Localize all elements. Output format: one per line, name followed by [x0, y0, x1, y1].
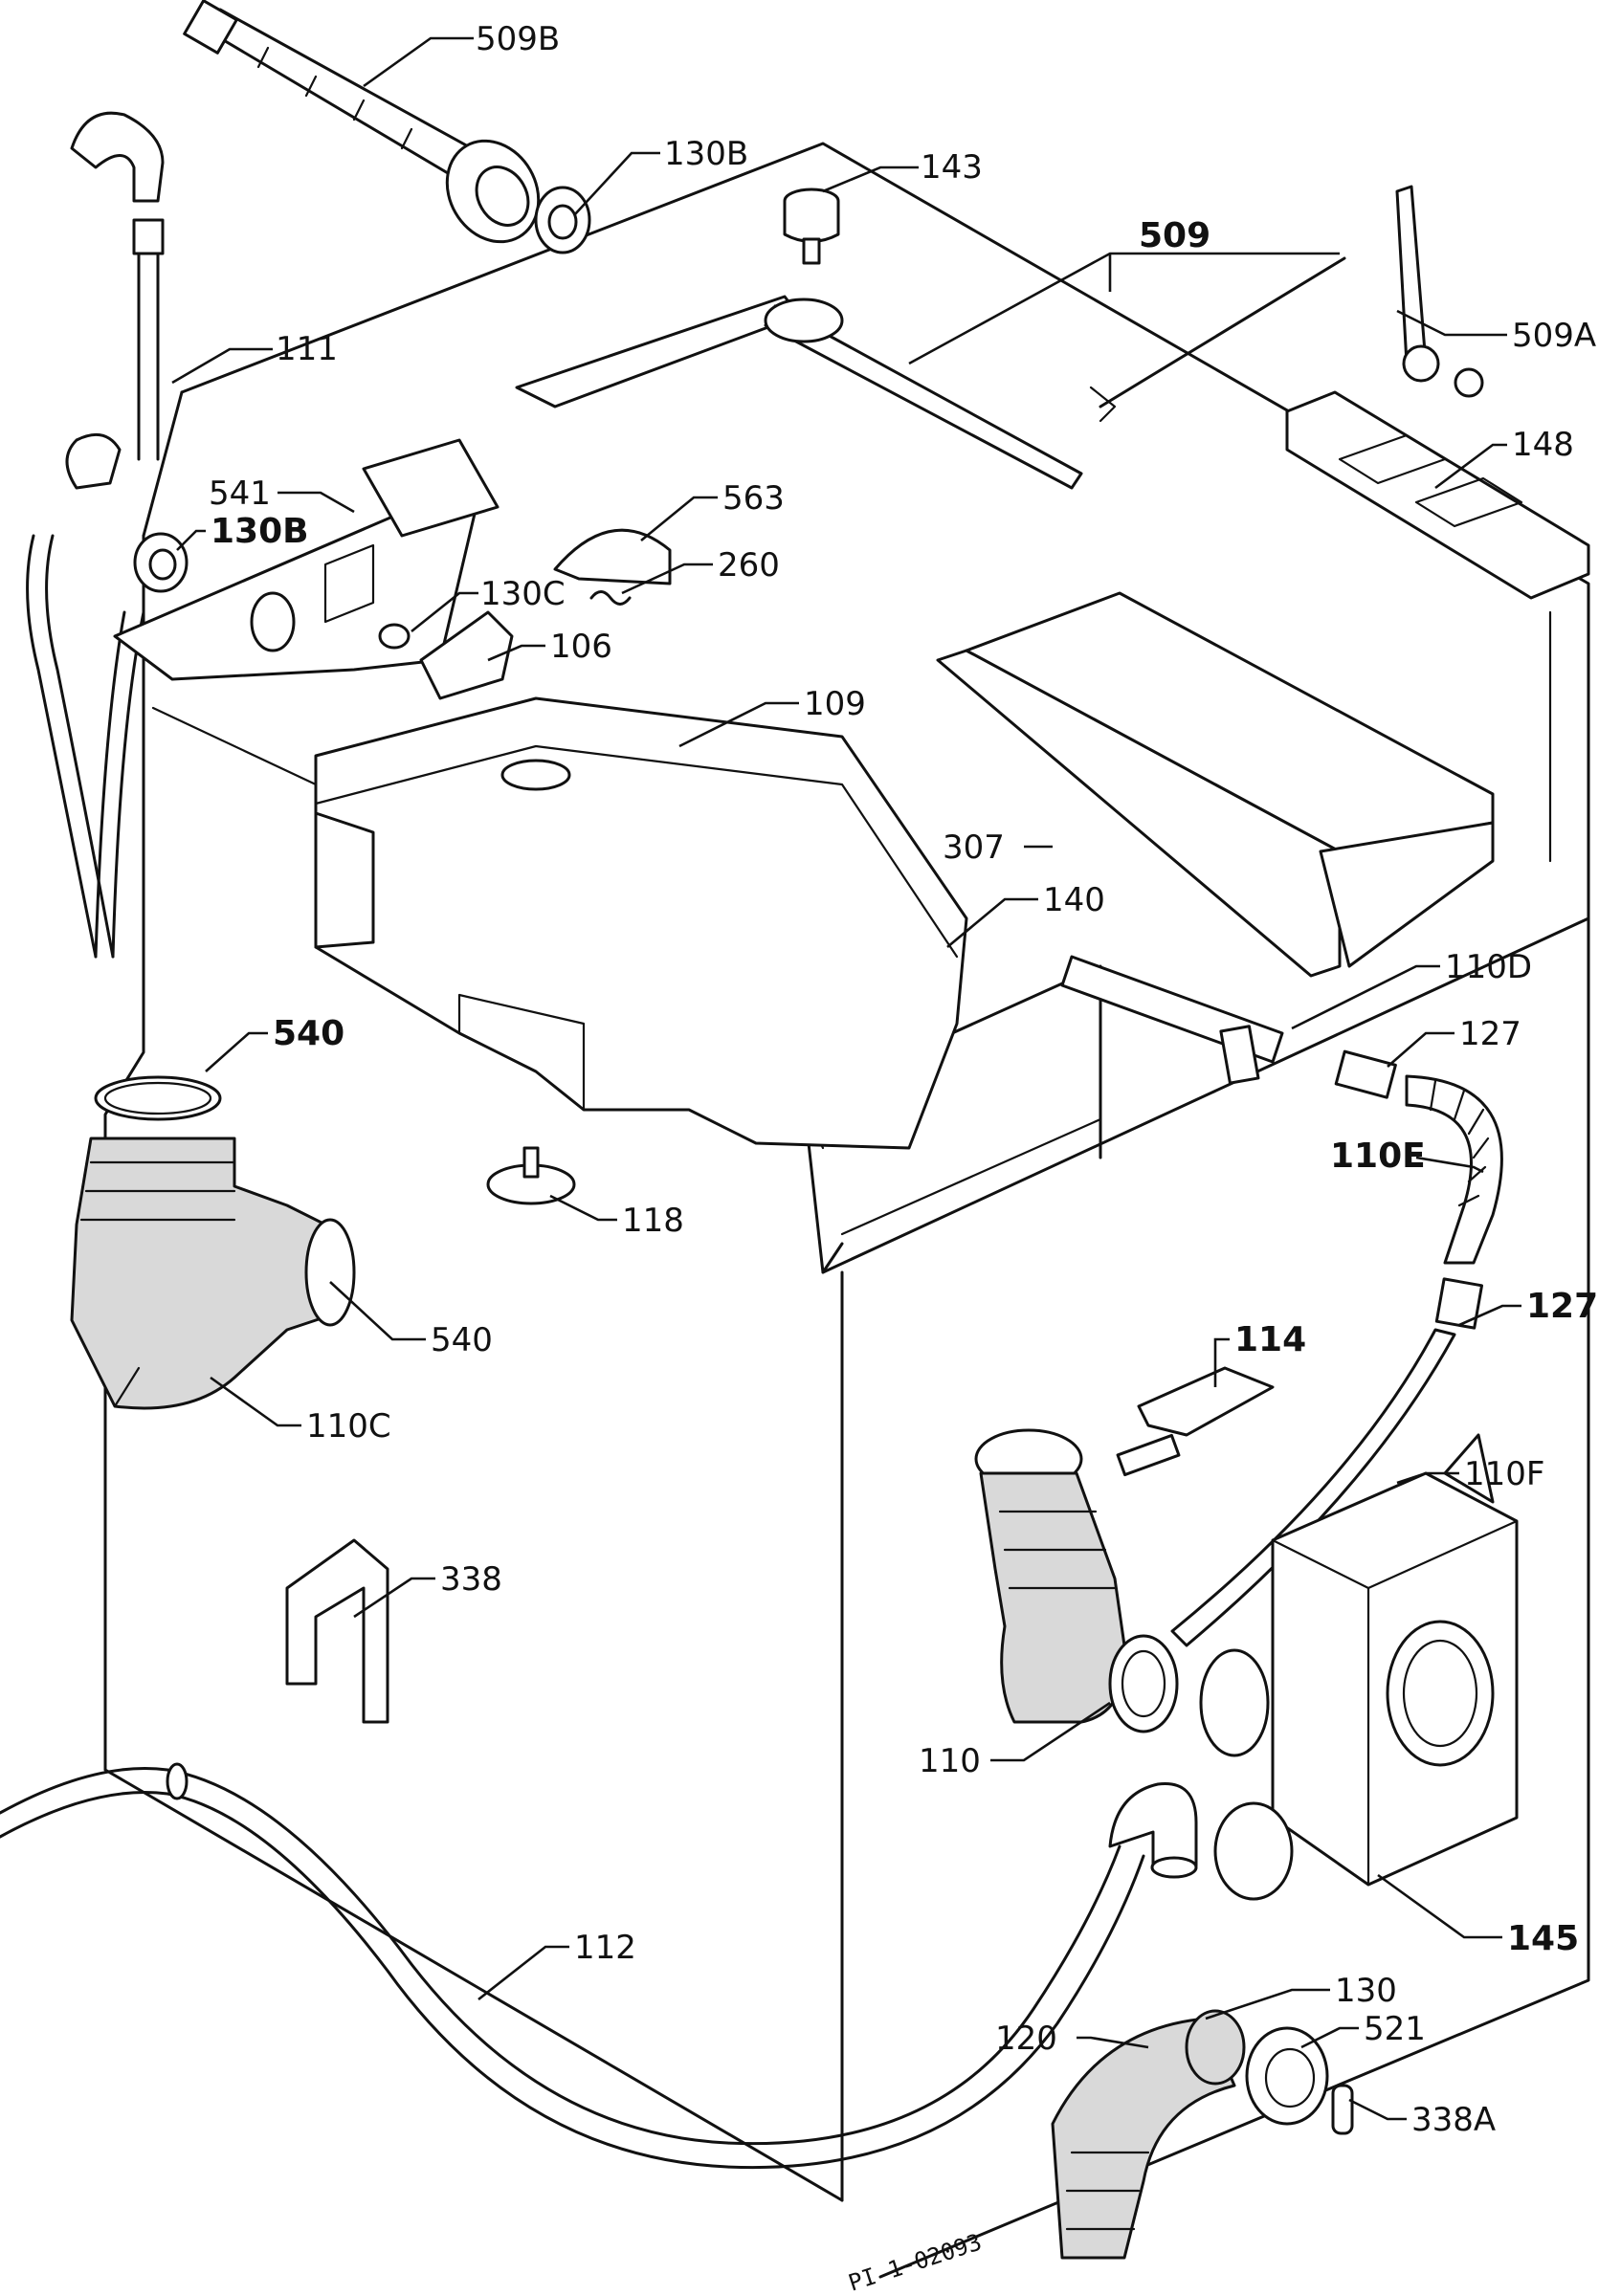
label-541: 541: [209, 475, 271, 513]
label-127-top: 127: [1459, 1015, 1521, 1053]
callout-labels: 509B 130B 143 509 509A 111 148 541 130B …: [209, 20, 1598, 2296]
part-509-rod: [1089, 256, 1346, 423]
part-260-spring: [589, 590, 632, 606]
part-110d-tee-hose: [1060, 955, 1284, 1085]
label-143: 143: [921, 148, 983, 187]
label-260: 260: [718, 546, 780, 585]
label-110e: 110E: [1330, 1137, 1426, 1176]
part-112-drain-hose: [0, 1762, 1198, 2170]
part-509a-linkage: [1395, 185, 1484, 398]
label-111: 111: [276, 330, 338, 368]
part-130-ring: [1185, 2009, 1246, 2086]
part-521-cap: [1245, 2026, 1329, 2126]
label-540-top: 540: [273, 1014, 344, 1053]
part-540-clamp-top: [94, 1075, 222, 1121]
label-563: 563: [722, 479, 785, 518]
part-148-bracket: [1285, 390, 1590, 600]
label-140: 140: [1043, 881, 1105, 919]
label-148: 148: [1512, 426, 1574, 464]
label-130b-top: 130B: [664, 135, 748, 173]
label-130c: 130C: [480, 575, 566, 613]
part-563-disc: [553, 528, 672, 585]
label-110f: 110F: [1464, 1455, 1544, 1493]
part-127-connector-bottom: [1434, 1277, 1484, 1330]
label-127-bottom: 127: [1526, 1287, 1598, 1326]
part-307-drawer: [936, 591, 1495, 978]
label-307: 307: [943, 828, 1005, 867]
part-130c-seal: [378, 623, 411, 650]
label-112: 112: [574, 1929, 636, 1967]
label-110c: 110C: [306, 1407, 391, 1446]
label-338: 338: [440, 1560, 502, 1599]
part-509-lever: [515, 295, 1083, 490]
part-106-valve: [419, 610, 514, 700]
label-110d: 110D: [1445, 948, 1532, 986]
part-338-clip: [285, 1538, 389, 1724]
label-118: 118: [622, 1202, 684, 1240]
label-521: 521: [1364, 2010, 1426, 2048]
drawing-code: PI 1-02093: [845, 2228, 985, 2296]
cabinet-outline: [103, 142, 1590, 2279]
label-145: 145: [1507, 1919, 1579, 1958]
label-509a: 509A: [1512, 317, 1596, 355]
label-130: 130: [1335, 1972, 1397, 2010]
label-106: 106: [550, 628, 612, 666]
label-509b: 509B: [476, 20, 560, 58]
part-338a-pin: [1331, 2084, 1354, 2135]
part-110c-bellows: [113, 1366, 141, 1408]
label-109: 109: [804, 685, 866, 723]
part-130b-ring-top: [534, 186, 591, 254]
label-338a: 338A: [1411, 2101, 1496, 2139]
label-509: 509: [1139, 216, 1210, 255]
part-127-connector-top: [1334, 1049, 1397, 1099]
part-540-bellows: [70, 1137, 356, 1410]
part-120-filter-elbow: [1051, 2017, 1236, 2260]
label-114: 114: [1234, 1320, 1306, 1359]
part-130b-ring-mid: [133, 532, 189, 593]
part-110-sump: [974, 1428, 1179, 1733]
part-118-rotor: [486, 1146, 576, 1205]
part-143-knob: [783, 188, 840, 265]
label-110: 110: [919, 1742, 981, 1780]
part-110e-corrugated-hose: [1405, 1074, 1503, 1265]
part-111-inlet-hose: [26, 111, 165, 959]
part-109-dispenser-housing: [314, 696, 968, 1150]
label-540-bottom: 540: [431, 1321, 493, 1359]
part-145-pump: [1199, 1433, 1519, 1901]
part-114-clip: [1116, 1366, 1275, 1477]
label-130b-mid: 130B: [211, 512, 309, 551]
leader-lines: [171, 36, 1521, 2121]
label-120: 120: [995, 2020, 1057, 2058]
part-509b-inlet-pipe: [183, 0, 541, 244]
part-110f-hose: [1170, 1328, 1456, 1647]
